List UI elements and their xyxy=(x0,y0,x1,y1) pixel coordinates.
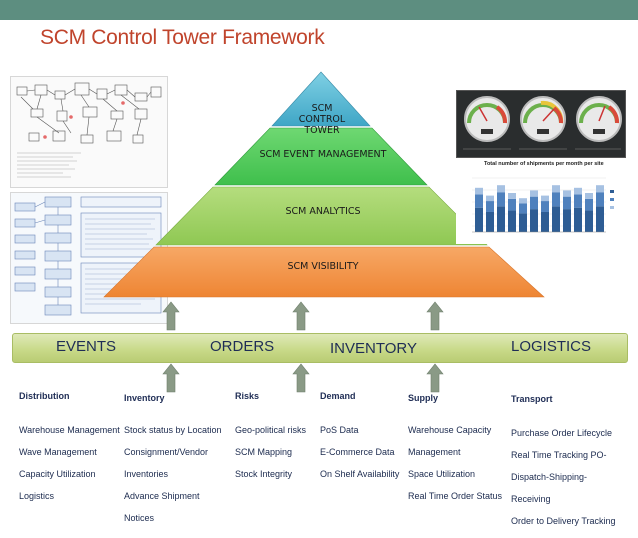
thumbnail-bar xyxy=(519,203,527,214)
thumbnail-bar xyxy=(552,185,560,193)
shipments-chart-graphic xyxy=(472,177,614,233)
category-heading-distribution: Distribution xyxy=(19,391,70,401)
thumbnail-bar xyxy=(563,190,571,197)
thumbnail-bar xyxy=(574,187,582,195)
thumbnail-bar xyxy=(563,196,571,210)
thumbnail-bar xyxy=(486,201,494,212)
band-label-logistics: LOGISTICS xyxy=(511,338,592,355)
list-item: Management xyxy=(408,447,461,457)
category-list-risks: Geo-political risks SCM Mapping Stock In… xyxy=(235,414,306,491)
list-item: Stock status by Location xyxy=(124,425,222,435)
list-item: Wave Management xyxy=(19,447,97,457)
list-item: Warehouse Management xyxy=(19,425,120,435)
list-item: Purchase Order Lifecycle xyxy=(511,428,613,438)
thumbnail-bar xyxy=(475,187,483,195)
list-item: Geo-political risks xyxy=(235,425,307,435)
shipments-chart-thumbnail: Total number of shipments per month per … xyxy=(456,160,624,244)
thumbnail-bar xyxy=(475,207,483,232)
list-item: Advance Shipment xyxy=(124,491,200,501)
data-sources-band xyxy=(12,333,628,363)
category-heading-demand: Demand xyxy=(320,391,356,401)
band-label-inventory: INVENTORY xyxy=(330,340,417,357)
thumbnail-bar xyxy=(574,194,582,208)
process-map-thumbnail xyxy=(10,76,168,188)
flow-chart-thumbnail xyxy=(10,192,168,324)
list-item: Warehouse Capacity xyxy=(408,425,492,435)
list-item: Logistics xyxy=(19,491,55,501)
page-title: SCM Control Tower Framework xyxy=(40,26,325,49)
thumbnail-bar xyxy=(574,207,582,232)
category-list-transport: Purchase Order Lifecycle Real Time Track… xyxy=(511,417,616,538)
category-heading-transport: Transport xyxy=(511,394,553,404)
thumbnail-bar xyxy=(508,193,516,199)
thumbnail-bar xyxy=(508,210,516,232)
thumbnail-bar xyxy=(497,185,505,193)
list-item: Receiving xyxy=(511,494,551,504)
list-item: Real Time Order Status xyxy=(408,491,503,501)
pyramid-label-control-tower: SCM CONTROL TOWER xyxy=(298,103,346,136)
gauges-graphic xyxy=(463,96,622,150)
category-list-demand: PoS Data E-Commerce Data On Shelf Availa… xyxy=(320,414,399,491)
category-heading-supply: Supply xyxy=(408,393,439,403)
list-item: On Shelf Availability xyxy=(320,469,400,479)
up-arrow-icon xyxy=(292,301,310,331)
up-arrow-icon xyxy=(426,301,444,331)
up-arrow-icon xyxy=(426,363,444,393)
thumbnail-bar xyxy=(596,185,604,193)
thumbnail-bar xyxy=(530,190,538,197)
category-heading-inventory: Inventory xyxy=(124,393,165,403)
thumbnail-bar xyxy=(585,193,593,199)
thumbnail-bar xyxy=(585,210,593,232)
category-list-supply: Warehouse Capacity Management Space Util… xyxy=(408,414,502,513)
list-item: Capacity Utilization xyxy=(19,469,96,479)
list-item: Inventories xyxy=(124,469,169,479)
list-item: E-Commerce Data xyxy=(320,447,395,457)
thumbnail-bar xyxy=(596,206,604,232)
thumbnail-bar xyxy=(563,209,571,232)
thumbnail-bar xyxy=(541,211,549,232)
pyramid-label-event-management: SCM EVENT MANAGEMENT xyxy=(259,149,387,160)
category-list-inventory: Stock status by Location Consignment/Ven… xyxy=(124,414,222,535)
process-map-graphic xyxy=(16,82,162,178)
list-item: PoS Data xyxy=(320,425,359,435)
thumbnail-bar xyxy=(541,195,549,202)
thumbnail-bar xyxy=(486,211,494,232)
thumbnail-bar xyxy=(552,206,560,232)
thumbnail-bar xyxy=(585,198,593,211)
thumbnail-bar xyxy=(475,194,483,208)
list-item: Order to Delivery Tracking xyxy=(511,516,616,526)
band-label-events: EVENTS xyxy=(56,338,117,355)
shipments-chart-title: Total number of shipments per month per … xyxy=(484,161,604,167)
up-arrow-icon xyxy=(292,363,310,393)
thumbnail-bar xyxy=(519,213,527,232)
category-heading-risks: Risks xyxy=(235,391,260,401)
thumbnail-bar xyxy=(486,195,494,202)
flow-chart-graphic xyxy=(11,193,167,323)
header-bar xyxy=(0,0,638,20)
thumbnail-bar xyxy=(519,198,527,204)
thumbnail-bar xyxy=(508,198,516,211)
list-item: Stock Integrity xyxy=(235,469,293,479)
up-arrow-icon xyxy=(162,363,180,393)
pyramid-label-visibility: SCM VISIBILITY xyxy=(287,261,359,272)
gauge-dashboard-thumbnail xyxy=(456,90,626,158)
list-item: Space Utilization xyxy=(408,469,476,479)
thumbnail-bar xyxy=(530,196,538,210)
list-item: SCM Mapping xyxy=(235,447,293,457)
list-item: Dispatch-Shipping- xyxy=(511,472,588,482)
band-label-orders: ORDERS xyxy=(210,338,275,355)
list-item: Real Time Tracking PO- xyxy=(511,450,607,460)
thumbnail-bar xyxy=(596,192,604,207)
pyramid-label-analytics: SCM ANALYTICS xyxy=(285,206,361,217)
thumbnail-bar xyxy=(497,192,505,207)
list-item: Notices xyxy=(124,513,155,523)
category-list-distribution: Warehouse Management Wave Management Cap… xyxy=(19,414,120,513)
list-item: Consignment/Vendor xyxy=(124,447,209,457)
thumbnail-bar xyxy=(497,206,505,232)
thumbnail-bar xyxy=(530,209,538,232)
thumbnail-bar xyxy=(552,192,560,207)
thumbnail-bar xyxy=(541,201,549,212)
